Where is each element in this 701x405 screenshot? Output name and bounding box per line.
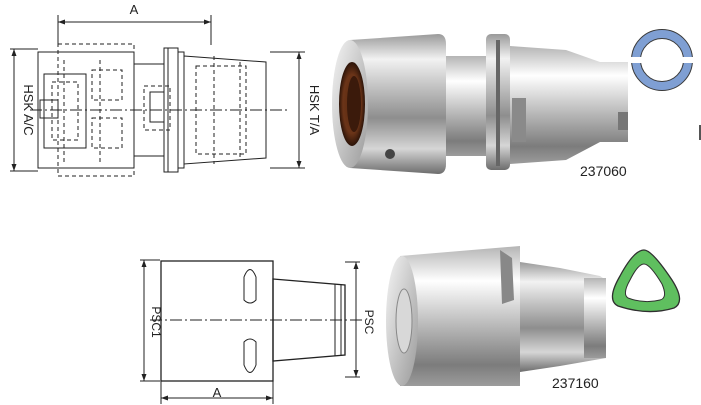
bottom-dimension-label: A	[213, 385, 222, 400]
top-dimension-label: A	[130, 2, 139, 17]
bottom-right-side-label: PSC	[362, 310, 376, 335]
hsk-technical-drawing	[10, 15, 305, 177]
bottom-left-side-label: PSC1	[149, 306, 163, 338]
top-part-number: 237060	[580, 163, 627, 179]
psc-technical-drawing	[140, 259, 362, 404]
hsk-ring-profile-icon	[630, 29, 694, 91]
psc-adapter-render	[386, 246, 606, 386]
hsk-adapter-render	[332, 34, 628, 174]
bottom-part-number: 237160	[552, 375, 599, 391]
top-right-side-label: HSK T/A	[307, 85, 322, 136]
top-left-side-label: HSK A/C	[21, 84, 36, 135]
psc-polygon-profile-icon	[611, 249, 681, 313]
